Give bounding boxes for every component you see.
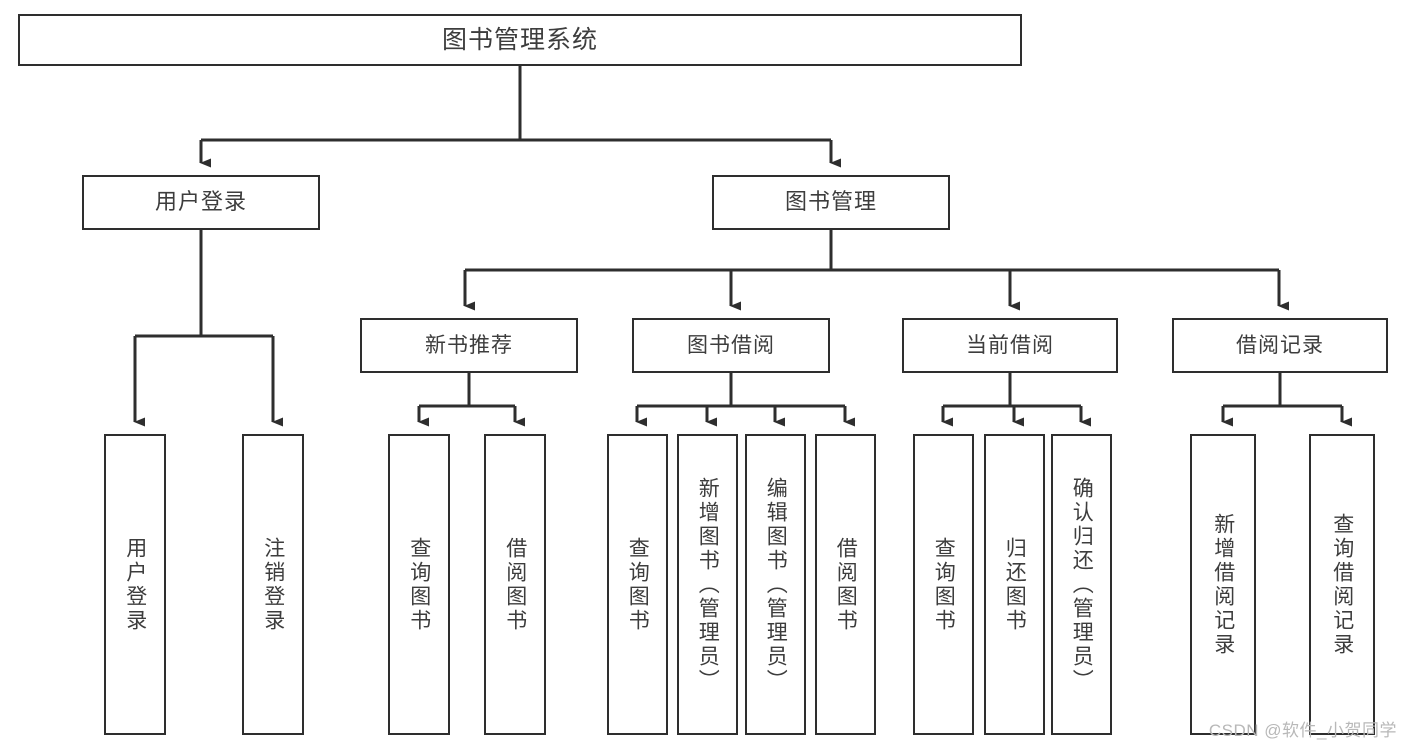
leaf-add-borrow-record[interactable]: 新增借阅记录 — [1190, 434, 1256, 735]
leaf-borrow-book-recommend[interactable]: 借阅图书 — [484, 434, 546, 735]
node-label: 新书推荐 — [425, 333, 513, 357]
node-root[interactable]: 图书管理系统 — [18, 14, 1022, 66]
node-level1-book-management[interactable]: 图书管理 — [712, 175, 950, 230]
watermark: CSDN @软件_小贺同学 — [1208, 721, 1397, 740]
node-level2-borrow-record[interactable]: 借阅记录 — [1172, 318, 1388, 373]
leaf-label: 查询借阅记录 — [1330, 512, 1354, 657]
leaf-query-book-recommend[interactable]: 查询图书 — [388, 434, 450, 735]
leaf-label: 用户登录 — [123, 536, 147, 633]
leaf-return-book[interactable]: 归还图书 — [984, 434, 1045, 735]
leaf-label: 新增借阅记录 — [1211, 512, 1235, 657]
leaf-label: 查询图书 — [932, 536, 956, 633]
node-root-label: 图书管理系统 — [441, 26, 598, 54]
leaf-label: 借阅图书 — [503, 536, 527, 633]
leaf-label: 注销登录 — [261, 536, 285, 633]
leaf-query-book-borrow[interactable]: 查询图书 — [607, 434, 668, 735]
node-level2-current-borrow[interactable]: 当前借阅 — [902, 318, 1118, 373]
node-level1-user-login[interactable]: 用户登录 — [82, 175, 320, 230]
leaf-label: 查询图书 — [626, 536, 650, 633]
leaf-label: 编辑图书（管理员） — [764, 476, 788, 693]
leaf-label: 确认归还（管理员） — [1070, 476, 1094, 693]
node-level2-new-book-recommend[interactable]: 新书推荐 — [360, 318, 578, 373]
leaf-label: 查询图书 — [407, 536, 431, 633]
leaf-label: 借阅图书 — [834, 536, 858, 633]
leaf-query-book-current[interactable]: 查询图书 — [913, 434, 974, 735]
node-level2-book-borrow[interactable]: 图书借阅 — [632, 318, 830, 373]
node-label: 图书借阅 — [687, 333, 775, 357]
node-label: 借阅记录 — [1236, 333, 1324, 357]
leaf-query-borrow-record[interactable]: 查询借阅记录 — [1309, 434, 1375, 735]
leaf-label: 新增图书（管理员） — [696, 476, 720, 693]
node-label: 图书管理 — [784, 189, 877, 215]
node-label: 当前借阅 — [966, 333, 1054, 357]
leaf-borrow-book[interactable]: 借阅图书 — [815, 434, 876, 735]
leaf-label: 归还图书 — [1003, 536, 1027, 633]
node-label: 用户登录 — [154, 189, 247, 215]
leaf-add-book-admin[interactable]: 新增图书（管理员） — [677, 434, 738, 735]
leaf-confirm-return-admin[interactable]: 确认归还（管理员） — [1051, 434, 1112, 735]
leaf-logout[interactable]: 注销登录 — [242, 434, 304, 735]
leaf-user-login[interactable]: 用户登录 — [104, 434, 166, 735]
leaf-edit-book-admin[interactable]: 编辑图书（管理员） — [745, 434, 806, 735]
